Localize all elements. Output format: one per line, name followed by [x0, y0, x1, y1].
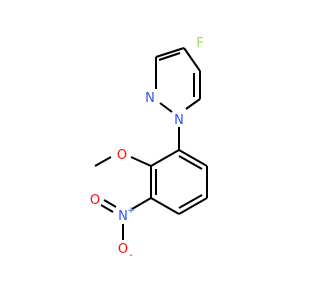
- bond-ar3-ar4: [150, 197, 180, 215]
- nitro-o-charge-label: -: [129, 250, 133, 261]
- bonds: [94, 47, 208, 240]
- bond-ar4-ar5: [178, 197, 208, 215]
- bond-c4-cf: [183, 47, 201, 72]
- bond-n-o-top: [103, 199, 117, 208]
- nitro-oxygen-top-label: O: [90, 193, 100, 208]
- nitro-n-charge-label: +: [127, 206, 135, 216]
- nitro-nitrogen-label: N: [118, 209, 128, 224]
- methoxy-oxygen-label: O: [117, 148, 127, 163]
- bond-c4-c3-inner: [158, 52, 181, 61]
- structure-drawing: F N N O N + O O -: [90, 36, 208, 261]
- bond-ar2-o: [130, 156, 152, 167]
- bond-n1-c5: [185, 98, 201, 110]
- nitro-oxygen-bottom-label: O: [118, 242, 128, 257]
- bond-c4-c3: [155, 47, 185, 58]
- molecule-canvas: F N N O N + O O -: [90, 36, 208, 261]
- pyrazole-n1-label: N: [174, 113, 184, 128]
- bond-n-o-top-2: [100, 204, 114, 213]
- bond-ar6-ar1-inner: [178, 155, 203, 170]
- bond-ar3-nno2: [131, 197, 152, 210]
- pyrazole-n2-label: N: [145, 91, 155, 106]
- bond-o-ch3: [94, 156, 112, 167]
- fluorine-label: F: [196, 36, 203, 51]
- bond-ar4-ar5-inner: [178, 194, 203, 209]
- bond-n2-n1: [159, 102, 173, 113]
- bond-ar6-ar1: [178, 149, 208, 167]
- bond-ar1-ar2: [150, 149, 180, 167]
